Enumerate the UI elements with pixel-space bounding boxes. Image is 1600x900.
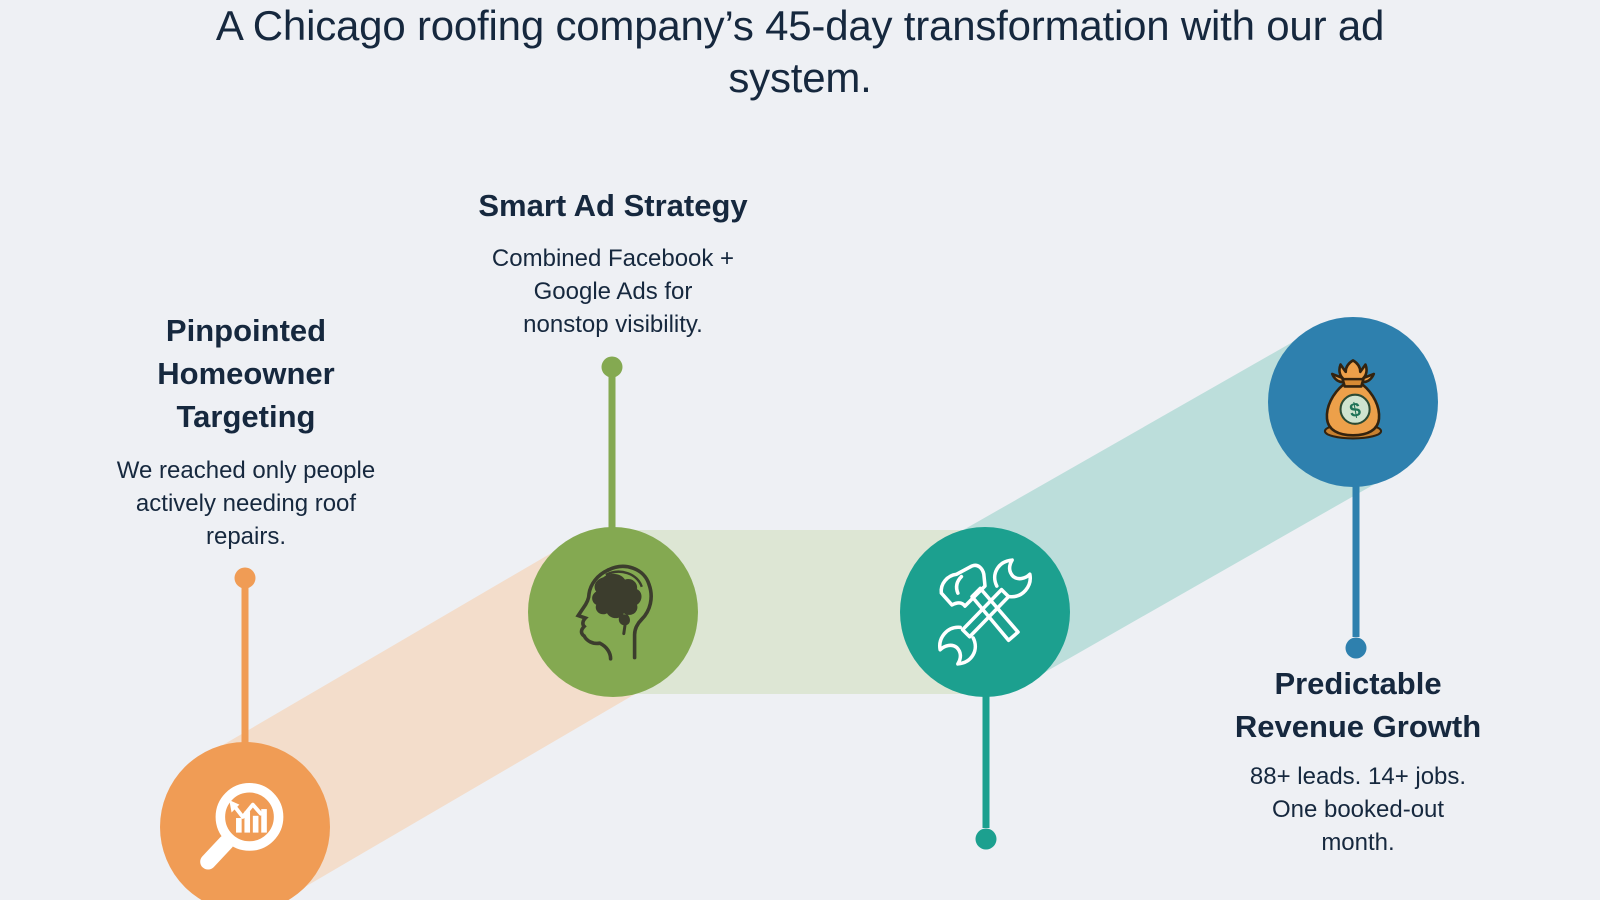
- money-bag-icon: $: [1323, 359, 1383, 440]
- step-description-growth: 88+ leads. 14+ jobs. One booked-out mont…: [1178, 760, 1538, 859]
- svg-text:$: $: [1348, 399, 1363, 423]
- step-description-strategy: Combined Facebook + Google Ads for nonst…: [433, 242, 793, 341]
- step-description-text: We reached only people actively needing …: [116, 457, 376, 550]
- step-title-text: Pinpointed Homeowner Targeting: [157, 313, 335, 434]
- step-title-targeting: Pinpointed Homeowner Targeting: [96, 309, 396, 438]
- step-description-targeting: We reached only people actively needing …: [66, 454, 426, 553]
- step-title-text: Predictable Revenue Growth: [1234, 666, 1482, 744]
- step-title-strategy: Smart Ad Strategy: [433, 184, 793, 227]
- step-description-text: Combined Facebook + Google Ads for nonst…: [491, 245, 735, 338]
- step-title-growth: Predictable Revenue Growth: [1178, 662, 1538, 748]
- step-circle-strategy: [528, 527, 698, 697]
- step-circle-growth: $: [1268, 317, 1438, 487]
- dot-targeting: [234, 567, 256, 589]
- hammer-wrench-icon: [938, 558, 1032, 666]
- magnifier-chart-icon: [200, 783, 284, 870]
- step-circle-execution: [900, 527, 1070, 697]
- dot-execution: [975, 828, 997, 850]
- step-circle-targeting: [160, 742, 330, 900]
- dot-strategy: [601, 356, 623, 378]
- step-title-text: Smart Ad Strategy: [478, 188, 748, 223]
- step-description-text: 88+ leads. 14+ jobs. One booked-out mont…: [1249, 763, 1467, 856]
- page-title: A Chicago roofing company’s 45-day trans…: [215, 2, 1385, 101]
- dot-growth: [1345, 637, 1367, 659]
- head-brain-icon: [575, 564, 653, 661]
